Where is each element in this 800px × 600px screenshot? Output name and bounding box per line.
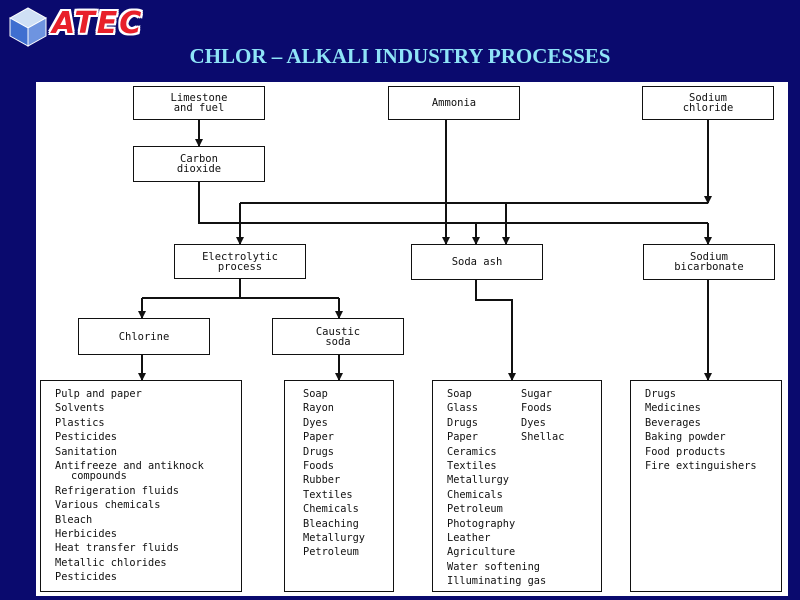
list-item: Various chemicals: [55, 499, 161, 512]
node-sodium-chloride-label: Sodium chloride: [682, 92, 734, 114]
list-item: Pulp and paper: [55, 388, 142, 400]
node-caustic-soda: Caustic soda: [272, 318, 404, 355]
list-item: Shellac: [521, 431, 565, 444]
list-item: Antifreeze and antiknock: [55, 460, 204, 472]
list-item: Soap: [447, 388, 472, 400]
logo-text: ATEC: [52, 6, 144, 41]
list-item: Bleaching: [303, 517, 359, 530]
list-item: Refrigeration fluids: [55, 484, 179, 497]
list-item: Textiles: [303, 488, 353, 501]
node-ammonia-label: Ammonia: [431, 97, 477, 109]
sodaash-uses-arrow: [475, 280, 516, 381]
node-carbon-dioxide-label: Carbon dioxide: [176, 153, 222, 175]
list-item: Fire extinguishers: [645, 460, 757, 472]
list-item: Dyes: [521, 416, 546, 429]
list-item: Baking powder: [645, 431, 726, 444]
list-item: Herbicides: [55, 528, 117, 540]
list-item: Photography: [447, 517, 516, 530]
list-item: Illuminating gas: [447, 575, 547, 588]
list-item: Drugs: [447, 416, 478, 429]
list-item: Drugs: [303, 445, 334, 458]
node-electrolytic: Electrolytic process: [174, 244, 306, 279]
node-soda-ash: Soda ash: [411, 244, 543, 280]
node-limestone-label: Limestone and fuel: [170, 92, 228, 114]
list-item: Chemicals: [303, 503, 359, 516]
list-item: Medicines: [645, 402, 701, 415]
node-ammonia: Ammonia: [388, 86, 520, 120]
cube-icon: [8, 7, 48, 47]
node-limestone: Limestone and fuel: [133, 86, 265, 120]
list-item: Foods: [521, 402, 552, 415]
list-item: compounds: [71, 470, 127, 483]
node-sodium-bicarbonate-label: Sodium bicarbonate: [674, 251, 744, 273]
atec-logo: ATEC: [6, 4, 176, 48]
node-chlorine: Chlorine: [78, 318, 210, 355]
node-soda-ash-label: Soda ash: [451, 256, 503, 268]
node-carbon-dioxide: Carbon dioxide: [133, 146, 265, 182]
list-item: Chemicals: [447, 488, 503, 501]
list-item: Heat transfer fluids: [55, 542, 179, 555]
list-item: Rayon: [303, 402, 334, 415]
list-item: Pesticides: [55, 571, 117, 584]
list-item: Foods: [303, 460, 334, 472]
diagram-panel: Limestone and fuel Ammonia Sodium chlori…: [36, 82, 788, 596]
list-item: Plastics: [55, 416, 105, 429]
list-item: Paper: [447, 431, 478, 444]
node-sodium-bicarbonate: Sodium bicarbonate: [643, 244, 775, 280]
list-item: Beverages: [645, 416, 701, 429]
list-item: Sanitation: [55, 445, 117, 458]
node-sodium-chloride: Sodium chloride: [642, 86, 774, 120]
list-item: Metallurgy: [303, 532, 365, 544]
list-item: Agriculture: [447, 546, 516, 559]
list-item: Solvents: [55, 402, 105, 415]
list-item: Food products: [645, 445, 726, 458]
list-item: Glass: [447, 402, 478, 415]
node-caustic-soda-label: Caustic soda: [315, 325, 361, 348]
list-item: Petroleum: [447, 503, 503, 516]
page-title: CHLOR – ALKALI INDUSTRY PROCESSES: [189, 44, 611, 68]
node-electrolytic-label: Electrolytic process: [202, 250, 278, 273]
list-item: Water softening: [447, 560, 540, 573]
list-item: Pesticides: [55, 431, 117, 444]
list-item: Sugar: [521, 388, 552, 400]
list-item: Petroleum: [303, 546, 359, 559]
list-item: Paper: [303, 431, 334, 444]
list-item: Metallic chlorides: [55, 556, 167, 569]
co2-main-line: [198, 182, 480, 245]
list-item: Drugs: [645, 388, 676, 400]
list-item: Textiles: [447, 460, 497, 472]
list-item: Rubber: [303, 474, 341, 487]
flow-connectors: [138, 120, 712, 381]
list-item: Dyes: [303, 416, 328, 429]
list-item: Ceramics: [447, 445, 497, 458]
list-item: Soap: [303, 388, 328, 400]
list-item: Bleach: [55, 513, 93, 526]
list-item: Leather: [447, 532, 491, 544]
node-chlorine-label: Chlorine: [118, 330, 170, 343]
list-item: Metallurgy: [447, 474, 509, 487]
